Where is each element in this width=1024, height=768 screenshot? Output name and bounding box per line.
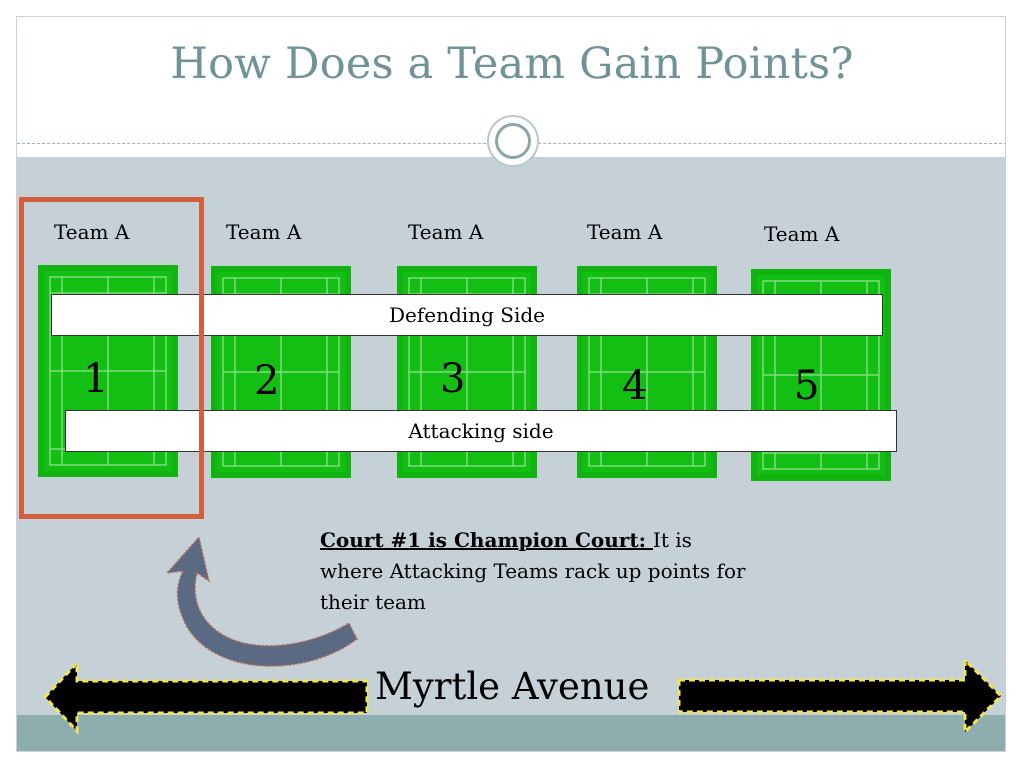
slide: How Does a Team Gain Points? Team A Team… xyxy=(16,16,1006,752)
page-title: How Does a Team Gain Points? xyxy=(170,39,854,89)
team-label-2: Team A xyxy=(226,220,302,244)
header-ornament-ring xyxy=(495,123,531,159)
left-arrow-icon xyxy=(42,659,369,735)
note-text: It is where Attacking Teams rack up poin… xyxy=(320,528,746,614)
defending-side-bar: Defending Side xyxy=(51,294,883,336)
team-label-3: Team A xyxy=(408,220,484,244)
court-number-1: 1 xyxy=(83,356,109,402)
note-heading: Court #1 is Champion Court: xyxy=(320,528,653,552)
team-label-4: Team A xyxy=(587,220,663,244)
street-label: Myrtle Avenue xyxy=(375,665,650,708)
team-label-1: Team A xyxy=(54,220,130,244)
court-number-3: 3 xyxy=(440,356,466,402)
champion-court-highlight xyxy=(19,197,204,519)
champion-court-note: Court #1 is Champion Court: It is where … xyxy=(320,525,760,618)
header-ornament xyxy=(487,115,539,167)
court-number-5: 5 xyxy=(794,363,820,409)
curved-arrow-icon xyxy=(165,535,358,667)
footer-band xyxy=(17,715,1005,751)
team-label-5: Team A xyxy=(764,222,840,246)
right-arrow-icon xyxy=(677,656,1004,736)
court-number-2: 2 xyxy=(254,358,280,404)
court-number-4: 4 xyxy=(622,363,648,409)
